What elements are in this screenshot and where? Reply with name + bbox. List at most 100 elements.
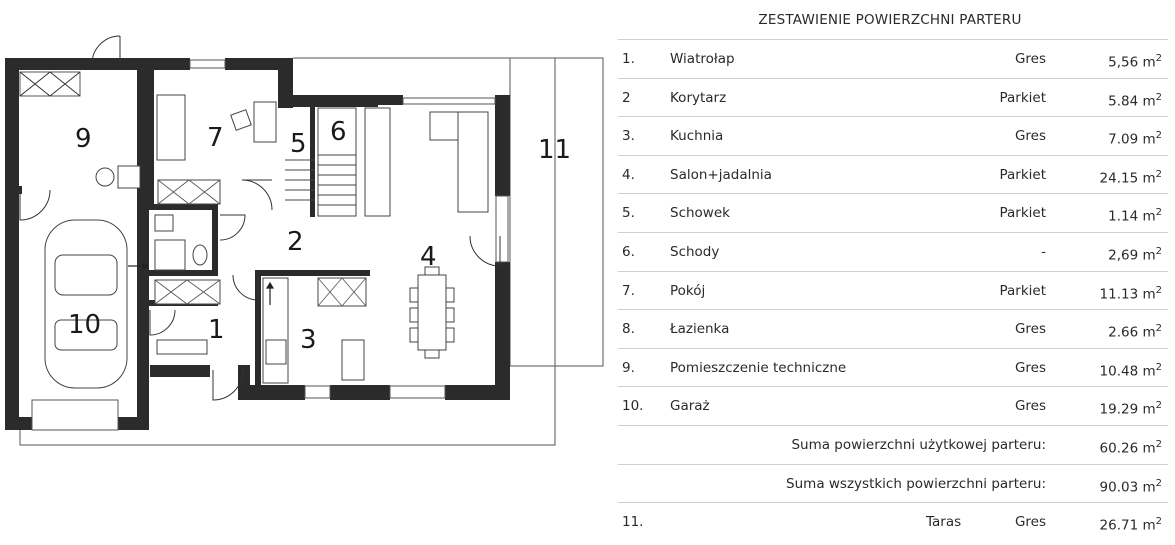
room-area: 10.48 m2 xyxy=(1099,361,1162,380)
table-row: 5. Schowek Parkiet 1.14 m2 xyxy=(618,193,1168,233)
table-row: 8. Łazienka Gres 2.66 m2 xyxy=(618,309,1168,349)
table-row: 6. Schody - 2,69 m2 xyxy=(618,232,1168,272)
car xyxy=(44,219,128,389)
floor-finish: Gres xyxy=(1014,128,1046,145)
wardrobe-vestibule xyxy=(154,279,221,305)
room-area: 26.71 m2 xyxy=(1099,516,1162,534)
floor-finish: Gres xyxy=(1014,398,1046,415)
shower xyxy=(154,239,186,271)
room-name: Schody xyxy=(670,244,720,260)
sum-usable-area: 60.26 m2 xyxy=(1099,439,1162,457)
sum-usable-row: Suma powierzchni użytkowej parteru: 60.2… xyxy=(618,425,1168,465)
kitchen-counter xyxy=(262,277,289,384)
floor-finish: Parkiet xyxy=(999,282,1046,299)
room-label-5: 5 xyxy=(290,129,307,159)
table-row: 2 Korytarz Parkiet 5.84 m2 xyxy=(618,77,1168,118)
room-name: Schowek xyxy=(670,205,730,222)
table-row: 4. Salon+jadalnia Parkiet 24.15 m2 xyxy=(618,154,1168,195)
room-number: 3. xyxy=(622,128,635,145)
room-name: Łazienka xyxy=(670,321,730,338)
room-name: Pomieszczenie techniczne xyxy=(670,359,847,376)
room-number: 9. xyxy=(622,359,635,376)
sink xyxy=(154,214,174,232)
room-number: 8. xyxy=(622,321,635,338)
floor-finish: Gres xyxy=(1014,51,1046,67)
schedule-title: ZESTAWIENIE POWIERZCHNI PARTERU xyxy=(758,12,1022,28)
room-label-7: 7 xyxy=(207,123,224,153)
floor-plan: 1 2 3 4 5 6 7 9 10 11 xyxy=(5,35,604,446)
kitchen-island xyxy=(364,107,391,217)
room-number: 4. xyxy=(622,166,635,183)
room-area: 5.84 m2 xyxy=(1108,91,1162,110)
room-area: 11.13 m2 xyxy=(1099,284,1162,303)
table-row: 7. Pokój Parkiet 11.13 m2 xyxy=(618,270,1168,311)
terrace-row: 11. Taras Gres 26.71 m2 xyxy=(618,502,1168,538)
room-name: Salon+jadalnia xyxy=(670,166,772,183)
table-row: 1. Wiatrołap Gres 5,56 m2 xyxy=(618,39,1168,79)
entry-arrows xyxy=(128,261,275,305)
floor-finish: Gres xyxy=(1014,514,1046,531)
room-area: 2,69 m2 xyxy=(1108,246,1162,264)
toilet xyxy=(192,244,208,266)
corner-sofa-side xyxy=(457,111,489,213)
floor-finish: Gres xyxy=(1014,321,1046,338)
floor-finish: Gres xyxy=(1014,359,1046,376)
room-area: 2.66 m2 xyxy=(1108,323,1162,341)
table-row: 3. Kuchnia Gres 7.09 m2 xyxy=(618,116,1168,156)
room-name: Kuchnia xyxy=(670,128,724,145)
room-area: 5,56 m2 xyxy=(1108,53,1162,71)
room-label-6: 6 xyxy=(330,117,347,147)
floor-finish: Parkiet xyxy=(999,205,1046,222)
room-numbers: 1 2 3 4 5 6 7 9 10 11 xyxy=(68,117,571,355)
room-area: 24.15 m2 xyxy=(1099,168,1162,187)
wardrobe-room7 xyxy=(157,179,221,205)
room-label-3: 3 xyxy=(300,325,317,355)
room-name: Taras xyxy=(926,514,962,531)
table-row: 9. Pomieszczenie techniczne Gres 10.48 m… xyxy=(618,347,1168,388)
room-label-1: 1 xyxy=(208,315,225,345)
dining-chairs xyxy=(409,266,455,359)
sum-all-row: Suma wszystkich powierzchni parteru: 90.… xyxy=(618,463,1168,504)
room-name: Korytarz xyxy=(670,89,727,106)
furniture xyxy=(44,94,489,389)
cooktop xyxy=(265,339,287,365)
sofa-room7 xyxy=(156,94,186,161)
sum-all-label: Suma wszystkich powierzchni parteru: xyxy=(786,475,1046,492)
room-number: 10. xyxy=(622,398,644,415)
kitchen-cabinet xyxy=(317,277,367,307)
floor-finish: Parkiet xyxy=(999,89,1046,106)
room-area: 19.29 m2 xyxy=(1099,400,1162,418)
area-schedule: ZESTAWIENIE POWIERZCHNI PARTERU 1. Wiatr… xyxy=(610,0,1170,538)
doors xyxy=(19,35,501,401)
furniture-crosses xyxy=(154,179,367,307)
sum-usable-label: Suma powierzchni użytkowej parteru: xyxy=(791,437,1046,453)
room-label-4: 4 xyxy=(420,242,437,272)
room-label-2: 2 xyxy=(287,227,304,257)
window-crosses xyxy=(19,71,81,97)
bench xyxy=(156,339,208,355)
dining-table xyxy=(417,274,447,351)
room-label-11: 11 xyxy=(538,135,571,165)
room-number: 6. xyxy=(622,244,635,260)
sum-all-area: 90.03 m2 xyxy=(1099,477,1162,496)
room-area: 1.14 m2 xyxy=(1108,207,1162,225)
table-row: 10. Garaż Gres 19.29 m2 xyxy=(618,386,1168,426)
room-name: Garaż xyxy=(670,398,710,415)
room-label-9: 9 xyxy=(75,124,92,154)
stairs xyxy=(285,107,357,217)
chair xyxy=(230,109,252,131)
room-label-10: 10 xyxy=(68,310,101,340)
room-number: 5. xyxy=(622,205,635,222)
floor-finish: Parkiet xyxy=(999,166,1046,183)
boiler-icon xyxy=(95,167,115,187)
room-number: 7. xyxy=(622,282,635,299)
room-number: 2 xyxy=(622,89,631,106)
desk xyxy=(253,101,277,143)
floor-finish: - xyxy=(1041,244,1046,260)
room-number: 1. xyxy=(622,51,635,67)
terrace-outline xyxy=(19,57,604,446)
room-name: Wiatrołap xyxy=(670,51,735,67)
room-number: 11. xyxy=(622,514,644,531)
exterior-walls xyxy=(5,58,510,430)
tank xyxy=(117,165,141,189)
